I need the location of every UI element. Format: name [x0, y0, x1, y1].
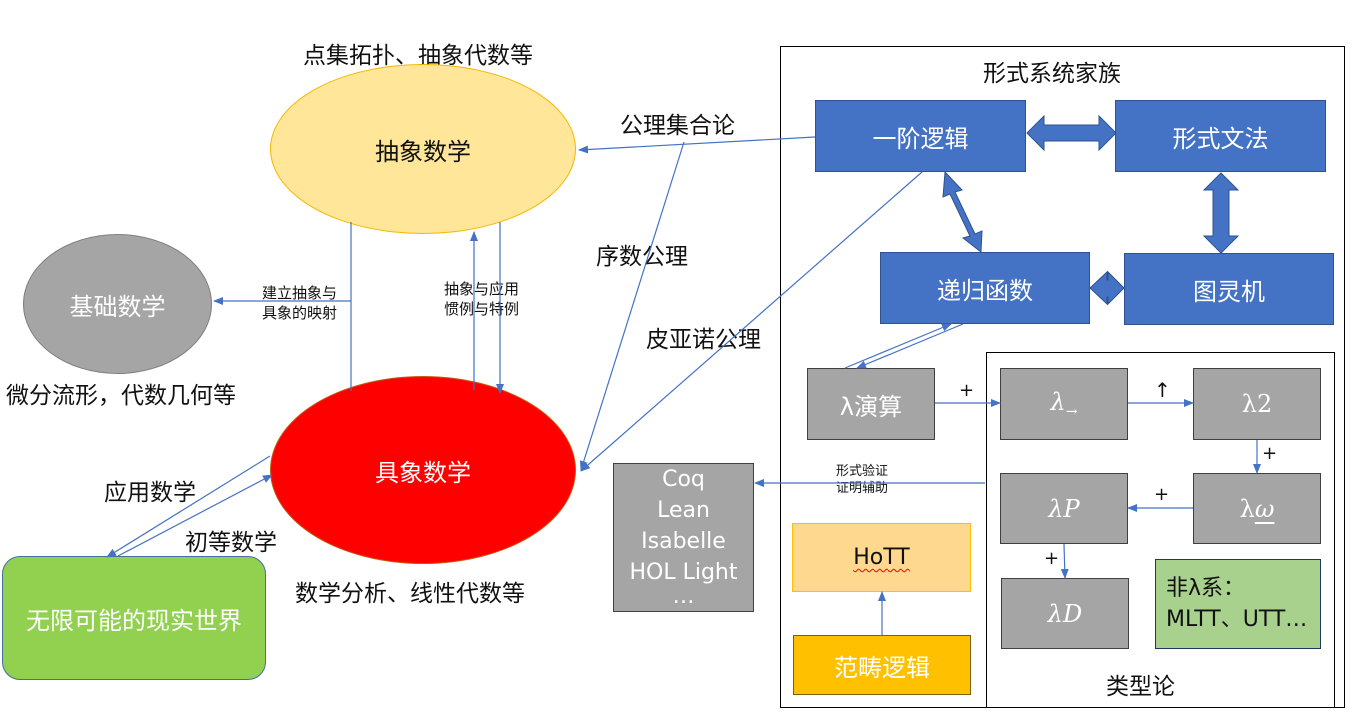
lambda-arrow-label: λ→: [1050, 388, 1078, 420]
plus-label-lc-to-arrow: +: [959, 380, 975, 401]
plus-label-2-to-omega: +: [1262, 443, 1278, 464]
abstraction-label: 抽象与应用 惯例与特例: [444, 279, 519, 319]
lambda-omega-label: λω: [1239, 494, 1275, 523]
real-world-label: 无限可能的现实世界: [26, 606, 242, 635]
abstraction-label-line1: 抽象与应用: [444, 280, 520, 298]
turing-machine-label: 图灵机: [1193, 277, 1265, 306]
ordinal-axioms-label: 序数公理: [596, 244, 688, 270]
basic-math-node[interactable]: 基础数学: [23, 234, 212, 374]
lambda-d-label: λD: [1047, 599, 1083, 628]
lambda-2-node[interactable]: λ2: [1193, 368, 1321, 440]
abstract-math-node[interactable]: 抽象数学: [270, 64, 576, 234]
lambda-arrow-subscript: →: [1065, 403, 1078, 420]
formal-grammar-node[interactable]: 形式文法: [1115, 100, 1326, 172]
abstraction-label-line2: 惯例与特例: [444, 300, 520, 318]
abstract-math-label: 抽象数学: [375, 137, 471, 166]
turing-machine-node[interactable]: 图灵机: [1124, 253, 1334, 325]
lambda-d-node[interactable]: λD: [1001, 578, 1129, 649]
concrete-math-caption: 数学分析、线性代数等: [295, 581, 525, 607]
lambda-calculus-node[interactable]: λ演算: [807, 368, 935, 440]
plus-label-omega-to-p: +: [1154, 484, 1170, 505]
recursive-functions-node[interactable]: 递归函数: [880, 252, 1090, 324]
proof-assistant-hol-light: HOL Light: [629, 560, 738, 585]
hott-node[interactable]: HoTT: [792, 523, 971, 592]
non-lambda-line1: 非λ系：: [1166, 576, 1246, 601]
basic-math-label: 基础数学: [69, 292, 166, 321]
hott-label: HoTT: [853, 545, 910, 570]
category-logic-label: 范畴逻辑: [834, 653, 930, 682]
applied-math-label: 应用数学: [104, 480, 196, 506]
proof-assistant-more: …: [672, 584, 695, 609]
type-theory-title: 类型论: [1106, 674, 1175, 700]
first-order-logic-label: 一阶逻辑: [872, 124, 969, 153]
recursive-functions-label: 递归函数: [937, 276, 1033, 305]
axiomatic-set-theory-label: 公理集合论: [620, 113, 735, 139]
concrete-math-label: 具象数学: [375, 458, 471, 487]
type-theory-frame: [986, 352, 1335, 708]
lambda-2-label: λ2: [1241, 390, 1273, 418]
ordinal-axioms-arrow: [579, 141, 685, 471]
lambda-p-label: λP: [1048, 494, 1080, 523]
verification-label-line2: 证明辅助: [836, 481, 889, 496]
proof-assistant-lean: Lean: [657, 498, 710, 523]
non-lambda-line2: MLTT、UTT…: [1166, 607, 1308, 632]
lambda-p-node[interactable]: λP: [1000, 473, 1128, 544]
elementary-math-label: 初等数学: [185, 530, 277, 556]
category-logic-node[interactable]: 范畴逻辑: [793, 635, 971, 695]
lambda-calculus-label: λ演算: [839, 392, 903, 421]
mapping-label-line1: 建立抽象与: [262, 284, 338, 302]
proof-assistants-box[interactable]: Coq Lean Isabelle HOL Light …: [613, 463, 754, 612]
omega-symbol: ω: [1254, 494, 1275, 523]
formal-grammar-label: 形式文法: [1172, 124, 1269, 153]
first-order-logic-node[interactable]: 一阶逻辑: [815, 100, 1026, 172]
mapping-label-line2: 具象的映射: [262, 304, 338, 322]
formal-systems-title: 形式系统家族: [983, 61, 1121, 87]
plus-label-p-to-d: +: [1044, 548, 1060, 569]
proof-assistant-isabelle: Isabelle: [641, 529, 726, 554]
mapping-label: 建立抽象与 具象的映射: [262, 283, 337, 323]
concrete-math-node[interactable]: 具象数学: [270, 376, 576, 564]
up-label-arrow-to-2: ↑: [1154, 378, 1171, 402]
proof-assistant-coq: Coq: [662, 467, 705, 492]
lambda-arrow-node[interactable]: λ→: [1000, 368, 1128, 440]
non-lambda-node[interactable]: 非λ系： MLTT、UTT…: [1155, 559, 1321, 649]
peano-axioms-label: 皮亚诺公理: [646, 327, 761, 353]
basic-math-caption: 微分流形，代数几何等: [6, 383, 236, 409]
lambda-omega-node[interactable]: λω: [1193, 473, 1321, 544]
real-world-node[interactable]: 无限可能的现实世界: [2, 556, 266, 680]
